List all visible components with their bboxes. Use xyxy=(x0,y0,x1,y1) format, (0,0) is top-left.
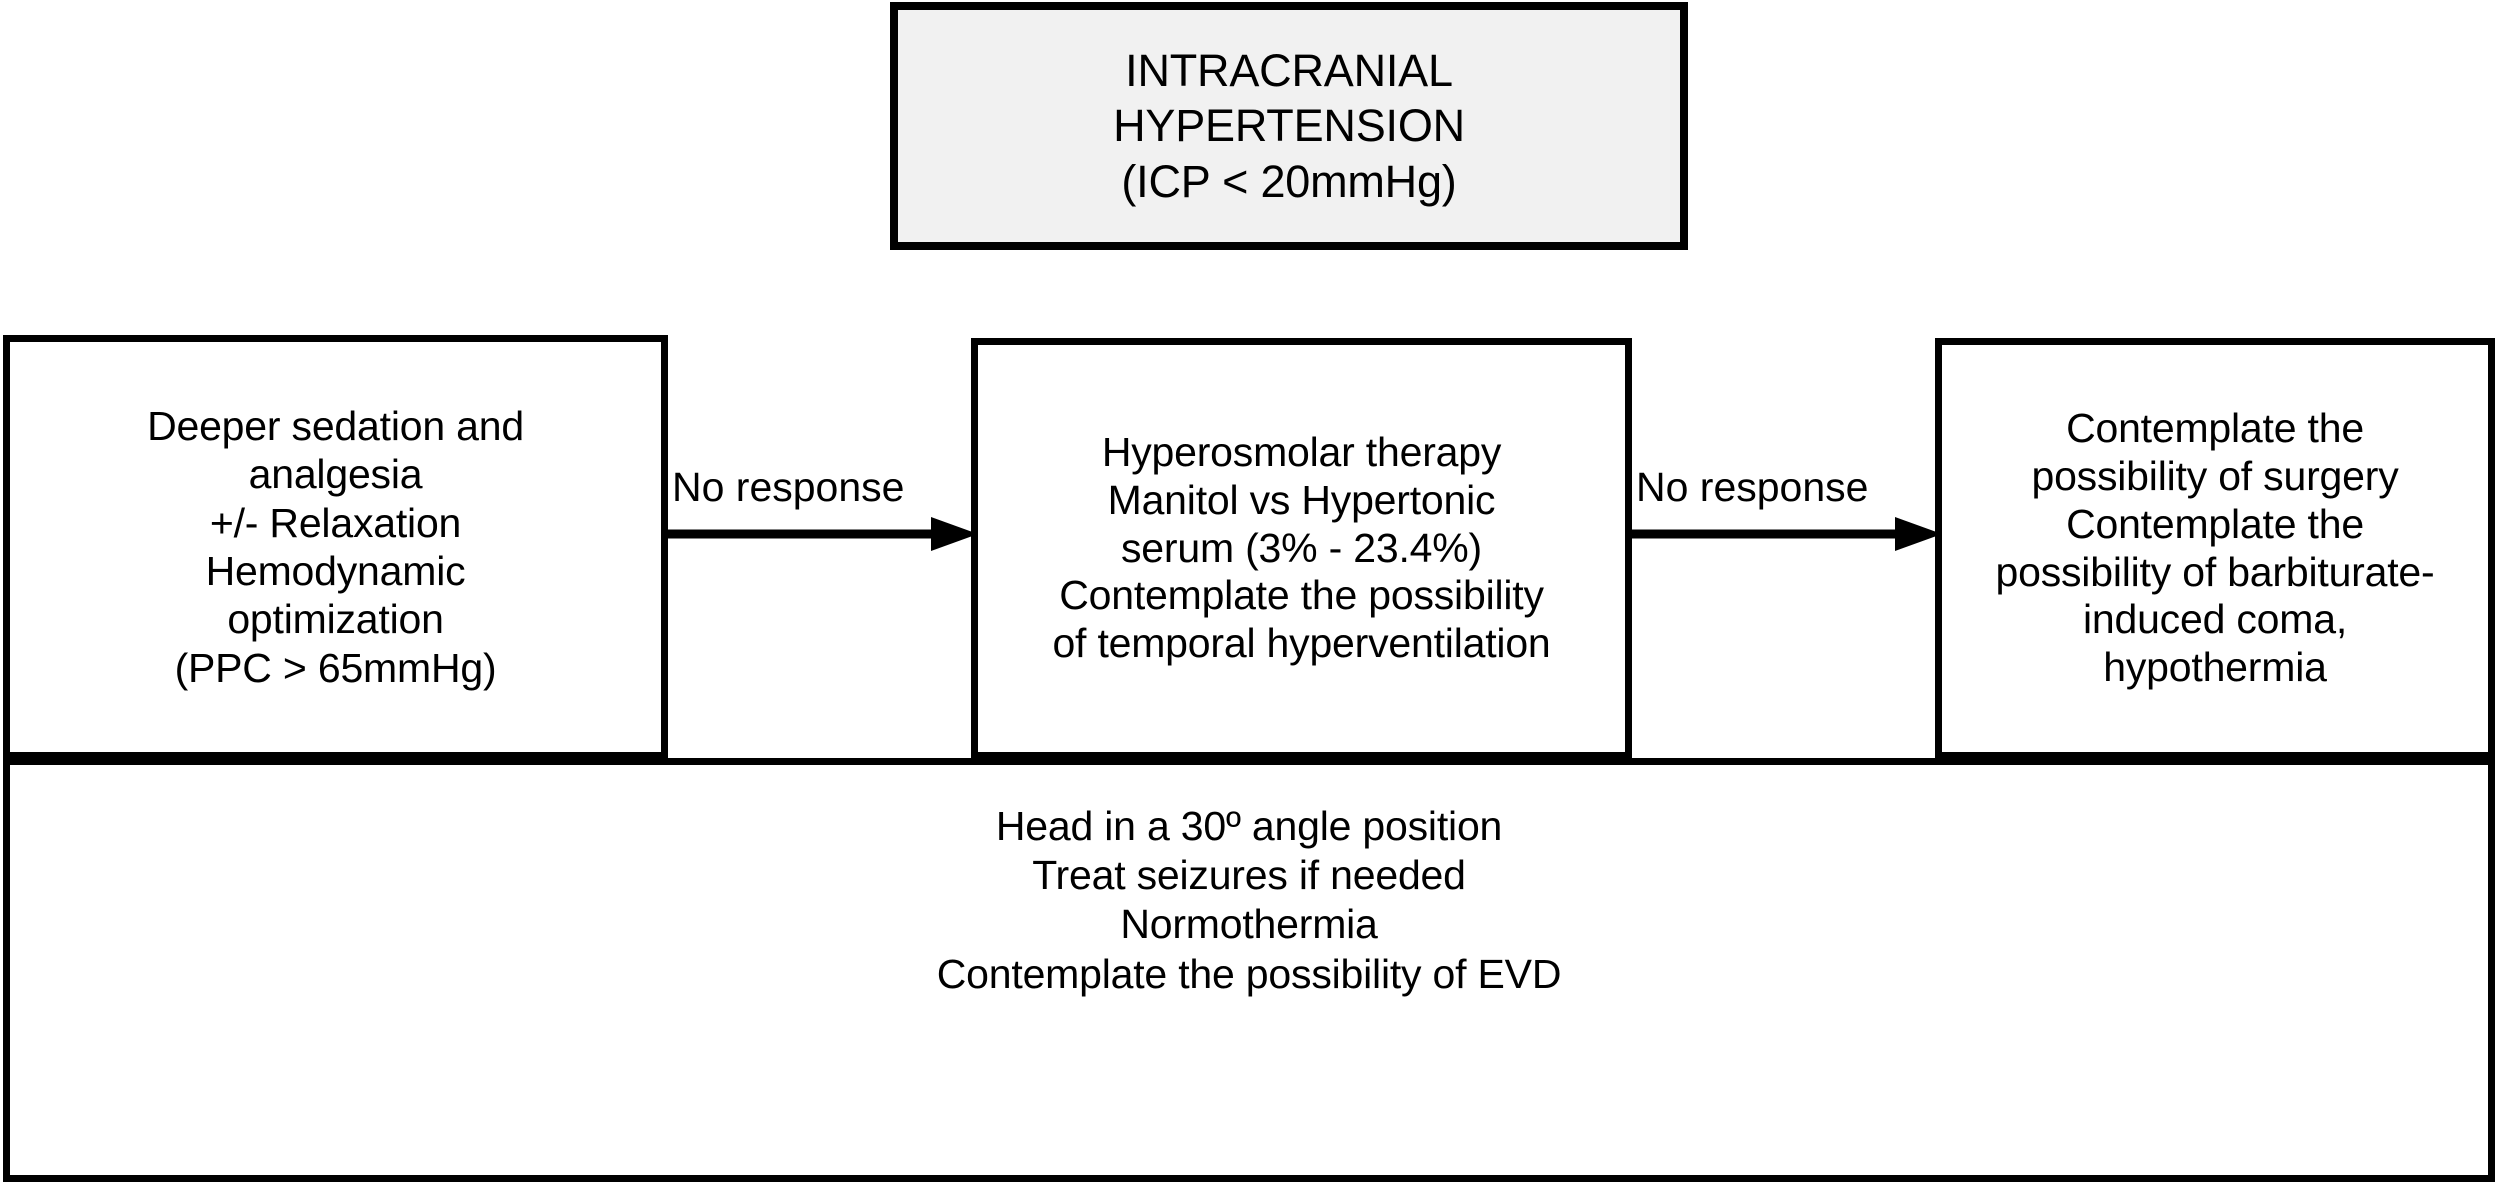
connector-first-to-second-label: No response xyxy=(672,464,905,510)
node-general-measures-label: Head in a 30º angle position Treat seizu… xyxy=(936,803,1562,997)
arrow-first-to-second-icon xyxy=(663,517,978,551)
node-third-tier-therapy-label: Contemplate the possibility of surgery C… xyxy=(1995,404,2435,691)
node-second-tier-therapy-label: Hyperosmolar therapy Manitol vs Hyperton… xyxy=(1052,428,1551,667)
node-third-tier-therapy: Contemplate the possibility of surgery C… xyxy=(1935,338,2495,759)
node-second-tier-therapy: Hyperosmolar therapy Manitol vs Hyperton… xyxy=(971,338,1632,759)
node-first-tier-therapy: Deeper sedation and analgesia +/- Relaxa… xyxy=(3,335,668,759)
connector-second-to-third-label: No response xyxy=(1636,464,1869,510)
node-general-measures: Head in a 30º angle position Treat seizu… xyxy=(3,758,2495,1182)
node-first-tier-therapy-label: Deeper sedation and analgesia +/- Relaxa… xyxy=(147,402,524,691)
arrow-second-to-third-icon xyxy=(1627,517,1942,551)
node-intracranial-hypertension: INTRACRANIAL HYPERTENSION (ICP < 20mmHg) xyxy=(890,2,1688,250)
node-intracranial-hypertension-label: INTRACRANIAL HYPERTENSION (ICP < 20mmHg) xyxy=(1113,44,1465,207)
